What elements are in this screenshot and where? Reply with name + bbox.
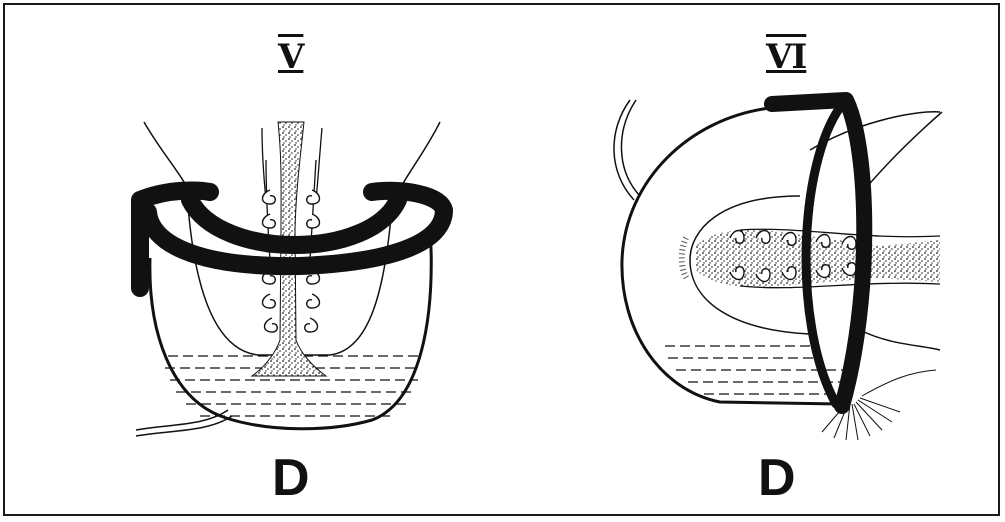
panel-vi-numeral: VI (766, 40, 806, 74)
panel-v-letter: D (272, 452, 310, 504)
panel-vi-illustration (614, 100, 942, 440)
panel-v-numeral: V (278, 40, 303, 74)
panel-vi-letter: D (758, 452, 796, 504)
panel-v-illustration (136, 122, 444, 436)
